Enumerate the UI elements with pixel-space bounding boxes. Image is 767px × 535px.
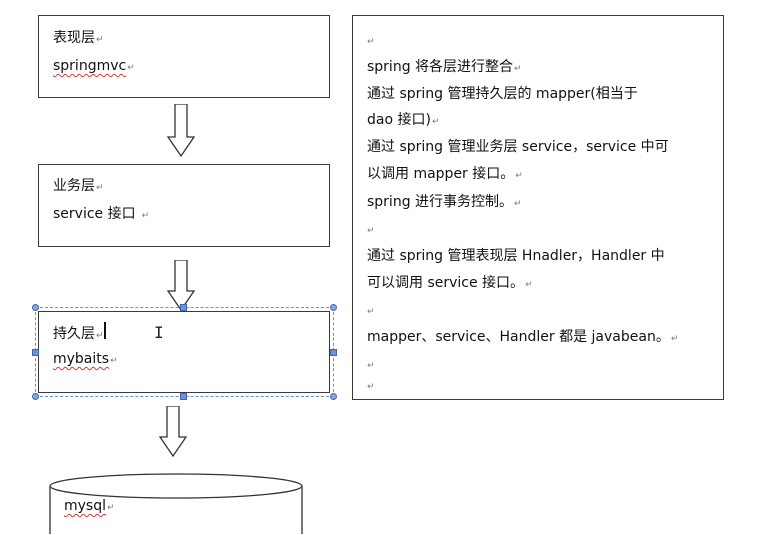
paragraph-mark-icon: ↵ — [514, 199, 522, 209]
resize-handle-right[interactable] — [330, 349, 337, 356]
notes-line-8: 可以调用 service 接口。 — [367, 275, 525, 291]
resize-handle-left[interactable] — [32, 349, 39, 356]
paragraph-mark-icon: ↵ — [431, 117, 440, 127]
persistence-layer-title: 持久层 — [53, 326, 95, 342]
notes-box[interactable]: ↵ spring 将各层进行整合↵ 通过 spring 管理持久层的 mappe… — [352, 15, 724, 400]
paragraph-mark-icon: ↵ — [367, 37, 375, 47]
presentation-layer-tech: springmvc — [53, 58, 127, 74]
notes-line-4: 通过 spring 管理业务层 service，service 中可 — [367, 139, 669, 155]
paragraph-mark-icon: ↵ — [107, 503, 115, 513]
paragraph-mark-icon: ↵ — [96, 35, 104, 45]
paragraph-mark-icon: ↵ — [670, 334, 679, 344]
text-caret — [104, 322, 106, 339]
presentation-layer-box[interactable]: 表现层↵ springmvc↵ — [38, 15, 330, 98]
paragraph-mark-icon: ↵ — [525, 280, 533, 290]
resize-handle-bottom[interactable] — [180, 393, 187, 400]
notes-line-1: spring 将各层进行整合 — [367, 59, 514, 75]
paragraph-mark-icon: ↵ — [367, 307, 375, 317]
database-label: mysql — [64, 498, 106, 514]
notes-line-6: spring 进行事务控制。 — [367, 194, 514, 210]
paragraph-mark-icon: ↵ — [367, 361, 375, 371]
paragraph-mark-icon: ↵ — [110, 356, 118, 366]
paragraph-mark-icon: ↵ — [367, 226, 375, 236]
persistence-layer-tech: mybaits — [53, 351, 110, 367]
business-layer-title: 业务层 — [53, 178, 95, 194]
paragraph-mark-icon: ↵ — [367, 382, 375, 392]
paragraph-mark-icon: ↵ — [96, 331, 104, 341]
notes-line-2: 通过 spring 管理持久层的 mapper(相当于 — [367, 86, 638, 102]
business-layer-tech: service 接口 — [53, 206, 136, 222]
business-layer-box[interactable]: 业务层↵ service 接口↵ — [38, 164, 330, 247]
down-arrow-icon — [166, 104, 196, 158]
persistence-layer-box[interactable]: 持久层↵ mybaits↵ — [38, 311, 330, 393]
notes-line-7: 通过 spring 管理表现层 Hnadler，Handler 中 — [367, 248, 665, 264]
paragraph-mark-icon: ↵ — [515, 171, 523, 181]
notes-line-5: 以调用 mapper 接口。 — [367, 166, 515, 182]
paragraph-mark-icon: ↵ — [514, 64, 522, 74]
presentation-layer-title: 表现层 — [53, 30, 95, 46]
resize-handle-top[interactable] — [180, 304, 187, 311]
paragraph-mark-icon: ↵ — [96, 183, 104, 193]
notes-line-9: mapper、service、Handler 都是 javabean。 — [367, 329, 670, 345]
down-arrow-icon — [166, 260, 196, 312]
ibeam-cursor-icon: I — [154, 323, 164, 342]
resize-handle-bottom-left[interactable] — [32, 393, 39, 400]
resize-handle-top-right[interactable] — [330, 304, 337, 311]
paragraph-mark-icon: ↵ — [141, 211, 150, 221]
down-arrow-icon — [158, 406, 188, 458]
database-cylinder[interactable] — [46, 470, 306, 534]
paragraph-mark-icon: ↵ — [127, 63, 135, 73]
resize-handle-bottom-right[interactable] — [330, 393, 337, 400]
resize-handle-top-left[interactable] — [32, 304, 39, 311]
notes-line-3: dao 接口) — [367, 112, 431, 128]
